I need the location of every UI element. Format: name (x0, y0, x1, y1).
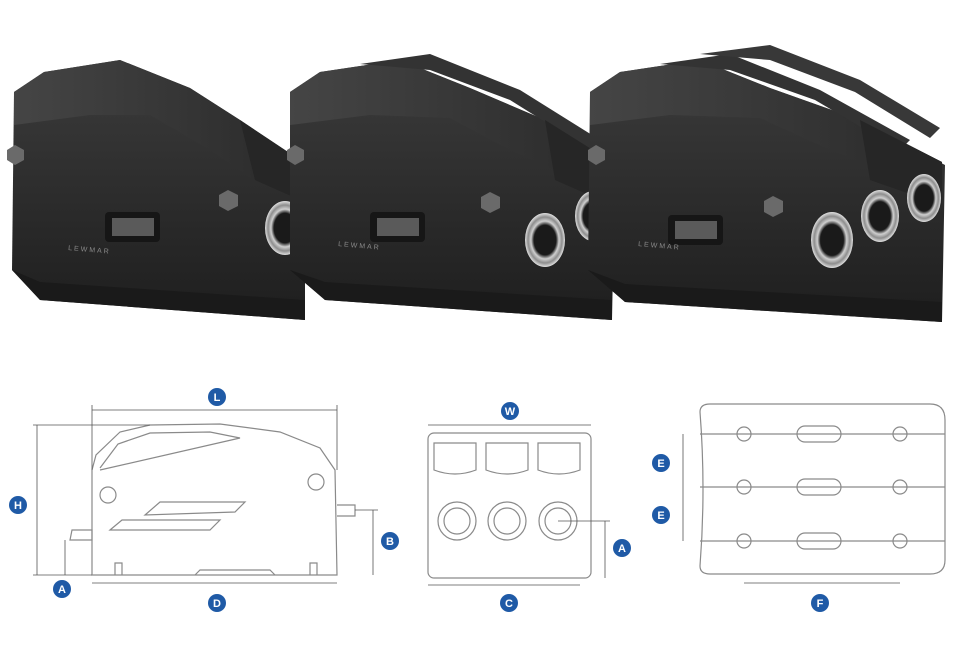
bushing-icon (907, 174, 941, 222)
svg-text:C: C (505, 598, 513, 610)
clutch-single: LEWMAR (7, 60, 305, 320)
clutch-double: LEWMAR (287, 54, 615, 320)
dimension-badge-b: B (381, 532, 399, 550)
svg-text:L: L (214, 392, 221, 404)
dimension-badge-d: D (208, 594, 226, 612)
screw-icon (588, 145, 605, 165)
svg-text:E: E (657, 510, 664, 522)
dimension-badge-w: W (501, 402, 519, 420)
screw-icon (287, 145, 304, 165)
dimension-badge-e-top: E (652, 454, 670, 472)
dimension-badge-e-bottom: E (652, 506, 670, 524)
screw-icon (764, 196, 783, 217)
svg-text:B: B (386, 536, 394, 548)
svg-text:H: H (14, 500, 22, 512)
side-view-diagram (69, 423, 356, 576)
base-plan-dimensions (682, 434, 900, 584)
front-view-diagram (427, 432, 592, 579)
svg-text:D: D (213, 598, 221, 610)
brand-logo: LEWMAR (68, 245, 111, 256)
clutch-triple: LEWMAR (588, 45, 945, 322)
base-plan-diagram (699, 403, 946, 575)
dimension-badge-a-front: A (613, 539, 631, 557)
dimension-badge-f: F (811, 594, 829, 612)
bushing-icon (861, 190, 899, 242)
dimension-badge-h: H (9, 496, 27, 514)
svg-text:W: W (505, 406, 516, 418)
dimension-badge-l: L (208, 388, 226, 406)
svg-text:A: A (58, 584, 66, 596)
bushing-icon (811, 212, 853, 268)
svg-text:F: F (817, 598, 824, 610)
bushing-icon (525, 213, 565, 267)
svg-text:E: E (657, 458, 664, 470)
brand-logo: LEWMAR (638, 241, 681, 252)
dimension-badge-c: C (500, 594, 518, 612)
dimension-badge-a: A (53, 580, 71, 598)
side-view-dimensions (33, 405, 378, 584)
brand-logo: LEWMAR (338, 241, 381, 252)
screw-icon (7, 145, 24, 165)
front-view-dimensions (428, 424, 610, 586)
svg-text:A: A (618, 543, 626, 555)
screw-icon (219, 190, 238, 211)
screw-icon (481, 192, 500, 213)
